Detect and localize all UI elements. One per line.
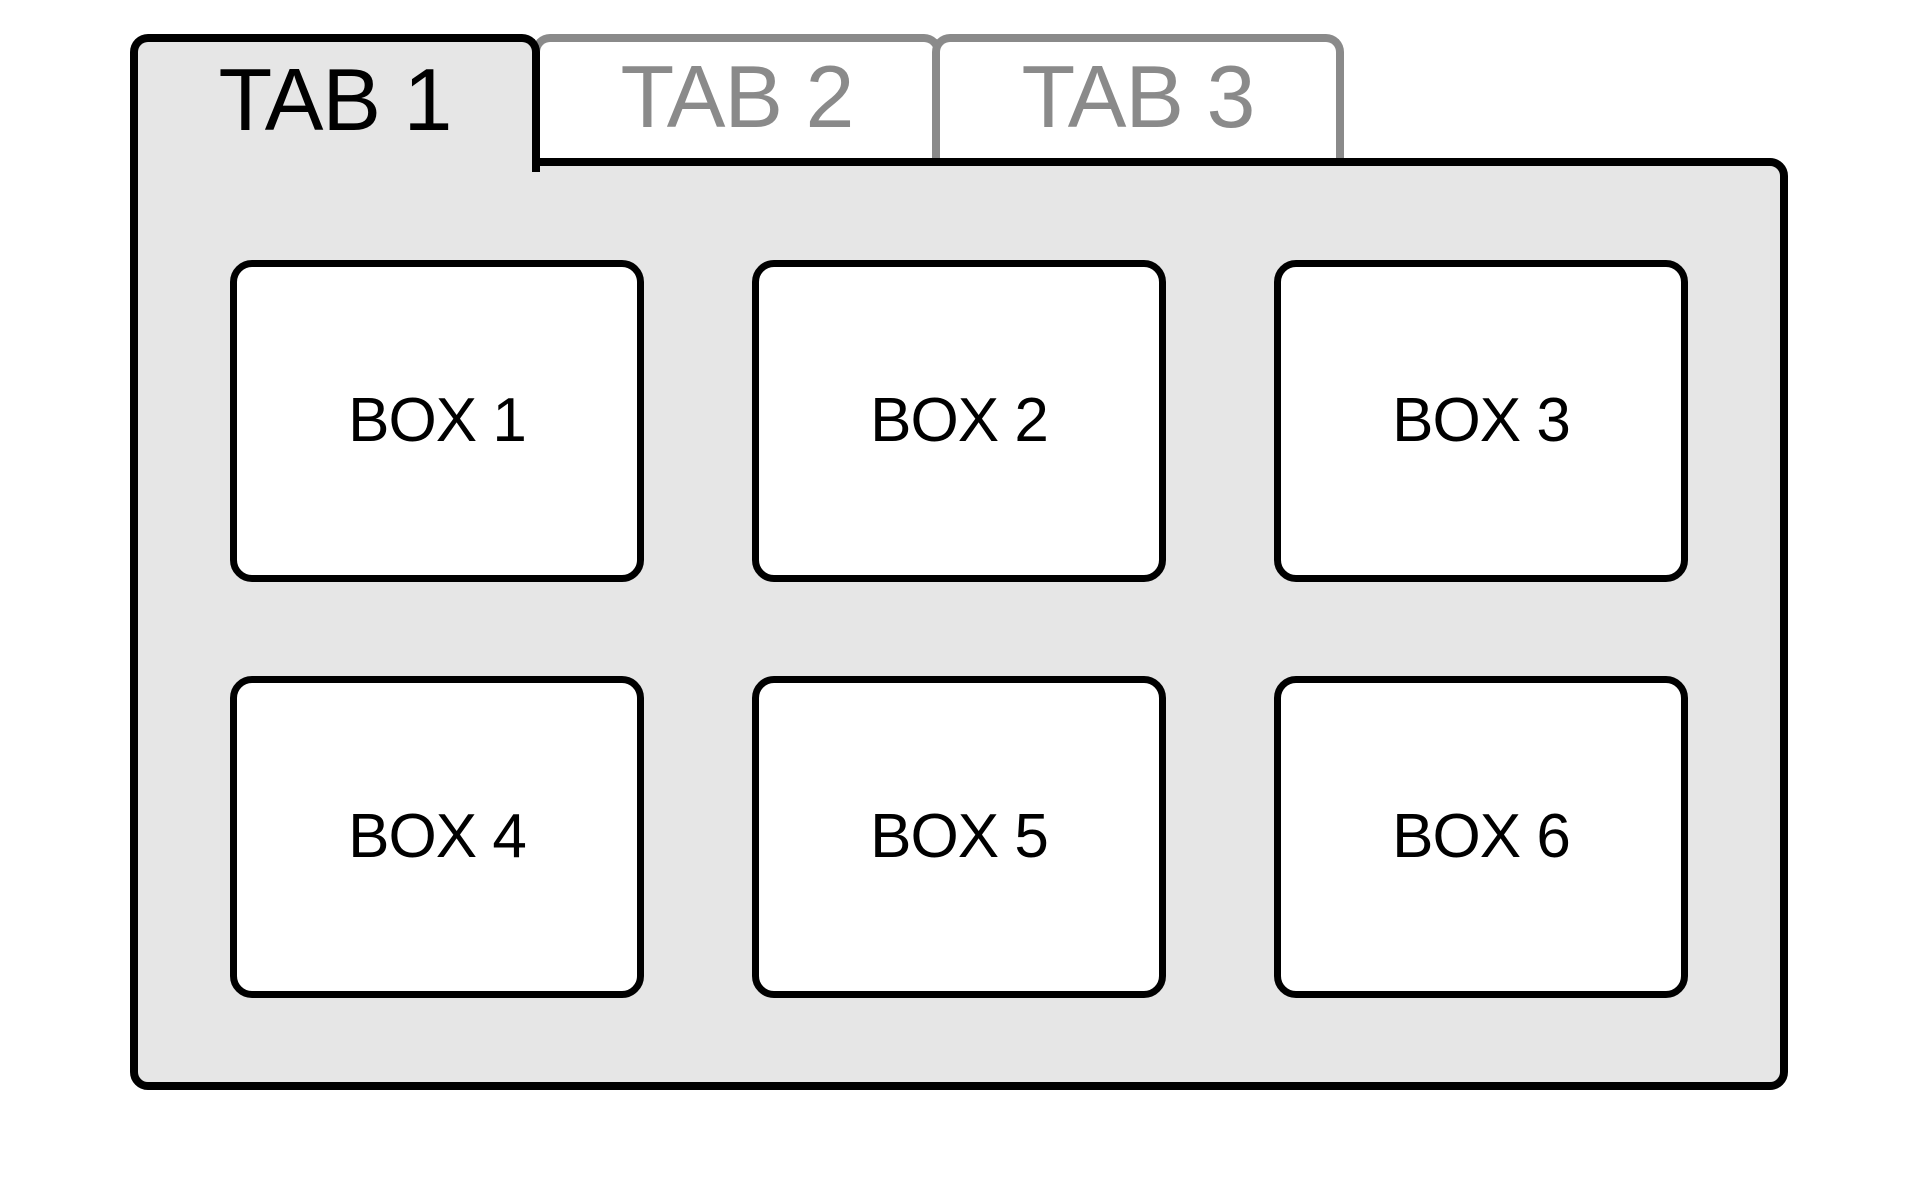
box-2[interactable]: BOX 2 (752, 260, 1166, 582)
tab-3-label: TAB 3 (1021, 47, 1255, 146)
box-1[interactable]: BOX 1 (230, 260, 644, 582)
box-3-label: BOX 3 (1392, 386, 1571, 455)
tab-2-label: TAB 2 (620, 47, 854, 146)
tab-1[interactable]: TAB 1 (130, 34, 540, 172)
box-1-label: BOX 1 (348, 386, 527, 455)
tab-2[interactable]: TAB 2 (532, 34, 942, 166)
box-4[interactable]: BOX 4 (230, 676, 644, 998)
box-3[interactable]: BOX 3 (1274, 260, 1688, 582)
tab-1-label: TAB 1 (218, 50, 452, 149)
active-tab-connector (138, 150, 532, 174)
active-tab-border-joint (532, 150, 540, 166)
box-4-label: BOX 4 (348, 802, 527, 871)
box-6-label: BOX 6 (1392, 802, 1571, 871)
box-2-label: BOX 2 (870, 386, 1049, 455)
box-5[interactable]: BOX 5 (752, 676, 1166, 998)
box-5-label: BOX 5 (870, 802, 1049, 871)
box-6[interactable]: BOX 6 (1274, 676, 1688, 998)
tab-3[interactable]: TAB 3 (932, 34, 1344, 166)
